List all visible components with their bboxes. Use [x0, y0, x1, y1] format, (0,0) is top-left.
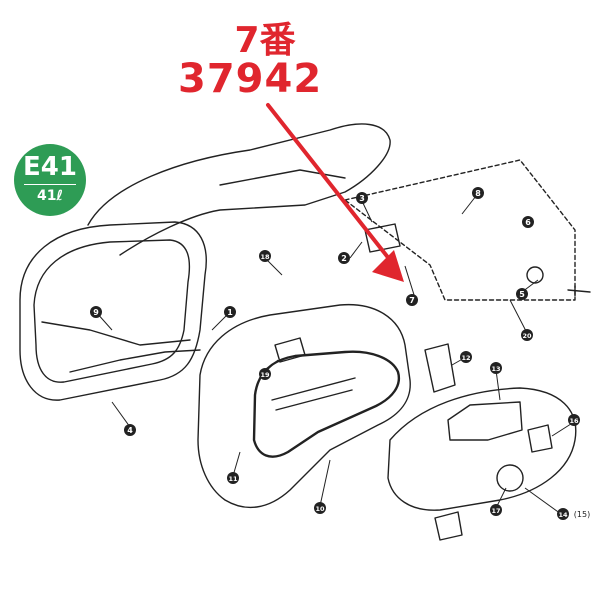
part-marker-5: 5 — [516, 288, 528, 300]
callout-part-label: 7番 — [234, 20, 296, 61]
part-number-dot — [356, 192, 368, 204]
part-number-label: 10 — [315, 505, 325, 513]
part-marker-10: 10 — [314, 502, 326, 514]
part-number-dot — [124, 424, 136, 436]
part-number-label: 11 — [228, 475, 238, 483]
part-marker-19: 19 — [259, 368, 271, 380]
part-number-dot — [516, 288, 528, 300]
lid-outline — [87, 123, 391, 256]
part-number-label: 17 — [491, 507, 500, 515]
hinge-bracket — [274, 337, 306, 363]
part-number-dot — [224, 306, 236, 318]
callout-part-code: 37942 — [178, 56, 323, 102]
strap-right — [69, 349, 201, 373]
case-inner-shell — [19, 221, 207, 401]
lock-assembly-frame — [344, 159, 576, 301]
part-marker-4: 4 — [124, 424, 136, 436]
part-marker-6: 6 — [522, 216, 534, 228]
latch-block — [364, 223, 401, 253]
part-marker-20: 20 — [521, 329, 533, 341]
part-number-label: 5 — [519, 290, 525, 299]
part-marker-12: 12 — [460, 351, 472, 363]
side-clip — [527, 424, 553, 453]
part-marker-1: 1 — [224, 306, 236, 318]
part-marker-2: 2 — [338, 252, 350, 264]
cover-panel — [387, 387, 577, 511]
badge-capacity: 41ℓ — [24, 184, 76, 205]
part-number-label: (15) — [574, 510, 590, 519]
cover-emblem-slot — [447, 401, 523, 441]
part-number-label: 19 — [260, 371, 270, 379]
part-marker-14: 14 — [557, 508, 569, 520]
part-number-label: 2 — [341, 254, 347, 263]
part-marker-8: 8 — [472, 187, 484, 199]
lock-key — [567, 285, 591, 297]
part-number-dot — [90, 306, 102, 318]
part-number-dot — [490, 362, 502, 374]
part-number-label: 16 — [569, 417, 579, 425]
case-seal-gasket — [252, 350, 401, 458]
strap-left — [41, 321, 191, 346]
part-number-label: 8 — [475, 189, 481, 198]
part-marker-18: 18 — [259, 250, 271, 262]
part-marker-13: 13 — [490, 362, 502, 374]
part-marker-15: (15) — [574, 510, 590, 519]
emblem-disc — [496, 464, 524, 492]
part-number-dot — [314, 502, 326, 514]
part-marker-3: 3 — [356, 192, 368, 204]
model-badge: E41 41ℓ — [14, 144, 86, 216]
part-number-label: 13 — [491, 365, 500, 373]
part-number-dot — [490, 504, 502, 516]
lid-inner — [219, 169, 346, 186]
part-number-label: 14 — [558, 511, 568, 519]
part-number-dot — [472, 187, 484, 199]
part-number-dot — [259, 368, 271, 380]
case-outer-shell — [197, 303, 411, 509]
part-marker-7: 7 — [406, 294, 418, 306]
part-number-dot — [568, 414, 580, 426]
case-inner-rim — [33, 239, 191, 383]
part-number-label: 4 — [127, 426, 133, 435]
part-marker-11: 11 — [227, 472, 239, 484]
part-number-dot — [406, 294, 418, 306]
reflector — [424, 343, 456, 393]
part-number-dot — [259, 250, 271, 262]
callout-arrow — [266, 103, 404, 282]
part-number-dot — [522, 216, 534, 228]
part-number-dot — [460, 351, 472, 363]
part-marker-16: 16 — [568, 414, 580, 426]
part-number-label: 6 — [525, 218, 531, 227]
part-number-label: 3 — [359, 194, 365, 203]
lock-cylinder — [526, 266, 544, 284]
part-number-dot — [521, 329, 533, 341]
part-number-dot — [338, 252, 350, 264]
callout-title: 7番 37942 — [178, 20, 322, 100]
badge-model: E41 — [23, 152, 77, 182]
part-number-label: 7 — [409, 296, 415, 305]
part-marker-9: 9 — [90, 306, 102, 318]
part-number-label: 20 — [522, 332, 532, 340]
bottom-clip — [434, 511, 463, 541]
case-handle-groove — [271, 377, 356, 411]
part-number-label: 18 — [260, 253, 270, 261]
part-number-dot — [557, 508, 569, 520]
part-number-label: 9 — [93, 308, 99, 317]
part-number-label: 1 — [227, 308, 233, 317]
part-number-label: 12 — [461, 354, 470, 362]
part-marker-17: 17 — [490, 504, 502, 516]
part-number-dot — [227, 472, 239, 484]
